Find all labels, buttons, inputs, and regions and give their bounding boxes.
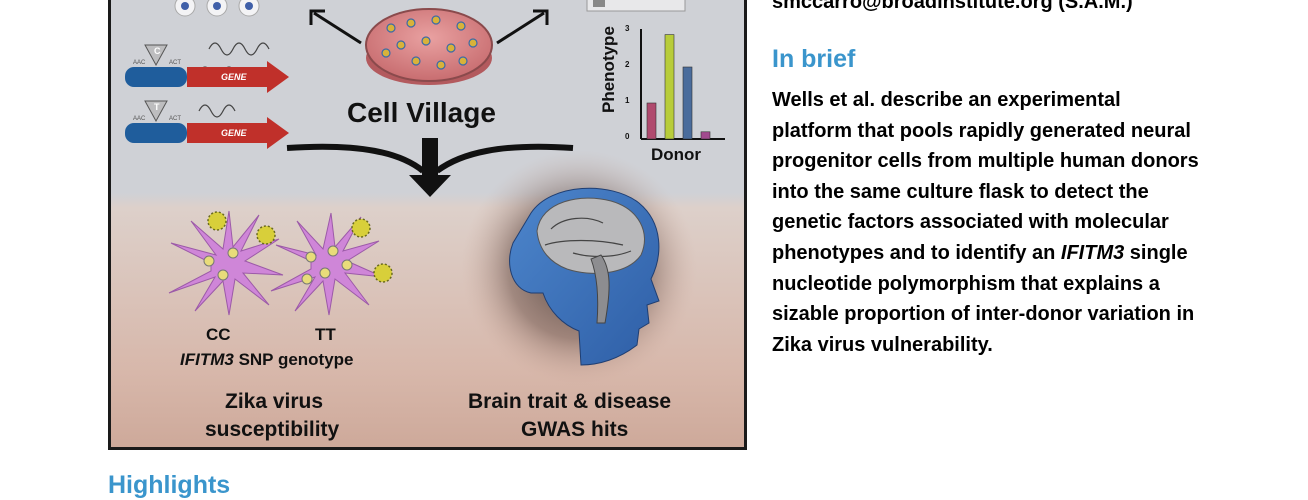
highlights-heading: Highlights: [108, 471, 231, 499]
snp-genotype-label: IFITM3 SNP genotype: [180, 350, 354, 370]
phenotype-bar-1: [646, 102, 657, 140]
contact-email[interactable]: smccarro@broadinstitute.org (S.A.M.): [772, 0, 1133, 13]
gene-label-c: GENE: [221, 72, 247, 82]
chart-x-label: Donor: [651, 145, 702, 164]
allele-c-label: C: [154, 46, 161, 56]
y-tick-2: 2: [625, 60, 630, 69]
neuron-cc: [168, 210, 284, 316]
merge-arrow: [286, 138, 574, 197]
zika-caption-line1: Zika virus: [225, 390, 324, 413]
chart-y-label: Phenotype: [599, 26, 618, 113]
brain-caption-line1: Brain trait & disease: [468, 390, 672, 413]
brain-caption-line2: GWAS hits: [521, 418, 629, 441]
cell-village-title: Cell Village: [347, 97, 496, 128]
seq-right-label-t: ACT: [169, 116, 181, 122]
y-tick-1: 1: [625, 96, 630, 105]
phenotype-bar-2: [664, 34, 675, 140]
gene-construct-c: [125, 42, 289, 93]
genotype-tt-label: TT: [315, 325, 336, 344]
phenotype-chart: [640, 29, 725, 140]
seq-left-label-c: AAC: [133, 60, 146, 66]
phenotype-bar-3: [682, 66, 693, 140]
zika-caption-line2: susceptibility: [205, 418, 340, 441]
graphical-abstract-art: [125, 0, 725, 386]
in-brief-text-part2: single nucleotide polymorphism that expl…: [772, 241, 1195, 356]
y-tick-0: 0: [625, 132, 630, 141]
snp-genotype-text: SNP genotype: [233, 350, 354, 369]
phenotype-bars: [646, 34, 711, 140]
donor-cells: [174, 0, 260, 17]
snp-gene-name: IFITM3: [180, 350, 234, 369]
dish-arrows: [309, 9, 549, 45]
petri-dish: [365, 8, 493, 85]
genotype-cc-label: CC: [206, 325, 231, 344]
y-tick-3: 3: [625, 24, 630, 33]
in-brief-text-part1: Wells et al. describe an experimental pl…: [772, 89, 1199, 264]
phenotype-bar-4: [700, 131, 711, 140]
allele-t-label: T: [154, 102, 160, 112]
seq-left-label-t: AAC: [133, 116, 146, 122]
in-brief-text: Wells et al. describe an experimental pl…: [772, 85, 1202, 360]
graphical-abstract: C T AAC ACT AAC ACT GENE GENE Cell Villa…: [108, 0, 747, 450]
gene-label-t: GENE: [221, 128, 247, 138]
zika-viruses: [207, 211, 393, 283]
in-brief-gene: IFITM3: [1060, 241, 1125, 264]
brain-head: [461, 150, 697, 386]
seq-right-label-c: ACT: [169, 60, 181, 66]
gene-construct-t: [125, 100, 289, 149]
neuron-tt: [270, 212, 384, 316]
in-brief-heading: In brief: [772, 45, 856, 73]
sequencer-icon: [586, 0, 686, 12]
